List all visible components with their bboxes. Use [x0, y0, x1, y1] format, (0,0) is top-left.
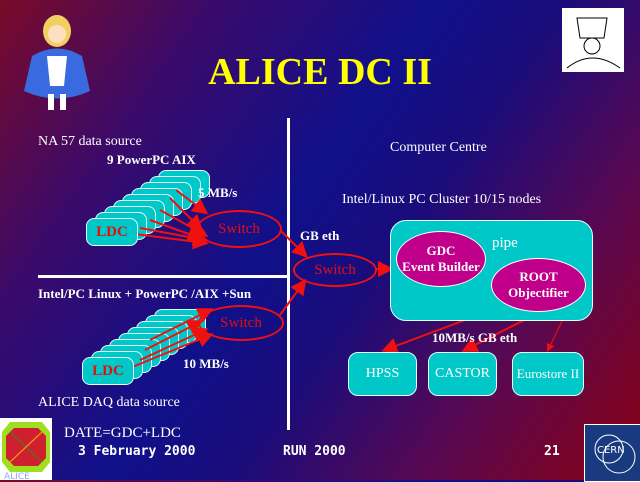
- vertical-divider: [287, 118, 290, 430]
- storage-eurostore: Eurostore II: [512, 352, 584, 396]
- ldc-box-bottom: LDC: [82, 357, 134, 385]
- gdc-label: GDC: [426, 243, 456, 258]
- intel-linux-label: Intel/PC Linux + PowerPC /AIX +Sun: [38, 286, 252, 301]
- page-number: 21: [544, 444, 560, 459]
- switch-bottom: Switch: [198, 305, 284, 341]
- alice-logo: ALICE: [0, 418, 52, 480]
- eurostore-label: Eurostore II: [516, 366, 580, 381]
- footer-date: 3 February 2000: [78, 444, 196, 459]
- computer-centre-label: Computer Centre: [390, 140, 487, 155]
- storage-hpss: HPSS: [348, 352, 417, 396]
- ldc-label: LDC: [92, 362, 124, 379]
- switch-label: Switch: [314, 261, 356, 278]
- slide-title: ALICE DC II: [208, 51, 432, 93]
- na57-source-label: NA 57 data source: [38, 134, 142, 149]
- rate-10mbs-label: 10 MB/s: [183, 356, 229, 371]
- alice-logo-text: ALICE: [4, 472, 30, 480]
- alice-illustration: [22, 6, 92, 116]
- castor-label: CASTOR: [435, 366, 490, 381]
- pipe-label: pipe: [492, 235, 518, 251]
- cluster-label: Intel/Linux PC Cluster 10/15 nodes: [342, 192, 542, 207]
- date-formula: DATE=GDC+LDC: [64, 425, 181, 441]
- gb-eth-label: GB eth: [300, 228, 340, 243]
- rate-5mbs-label: 5 MB/s: [198, 185, 238, 200]
- mad-hatter-illustration: [562, 8, 624, 72]
- switch-label: Switch: [220, 314, 262, 331]
- storage-link-label: 10MB/s GB eth: [432, 330, 518, 345]
- switch-label: Switch: [218, 220, 260, 237]
- cern-logo-text: CERN: [597, 445, 625, 456]
- ldc-box-top: LDC: [86, 218, 138, 246]
- switch-top: Switch: [196, 210, 282, 248]
- horizontal-divider: [38, 275, 288, 278]
- switch-center: Switch: [293, 253, 377, 287]
- ldc-label: LDC: [96, 223, 128, 240]
- cern-logo: CERN: [584, 424, 640, 482]
- root-label: ROOT: [519, 269, 558, 284]
- footer-event: RUN 2000: [283, 444, 346, 459]
- objectifier-label: Objectifier: [508, 285, 569, 300]
- event-builder-label: Event Builder: [402, 259, 480, 274]
- powerpc-aix-label: 9 PowerPC AIX: [107, 152, 196, 167]
- hpss-label: HPSS: [365, 366, 400, 381]
- storage-castor: CASTOR: [428, 352, 497, 396]
- alice-daq-source-label: ALICE DAQ data source: [38, 395, 180, 410]
